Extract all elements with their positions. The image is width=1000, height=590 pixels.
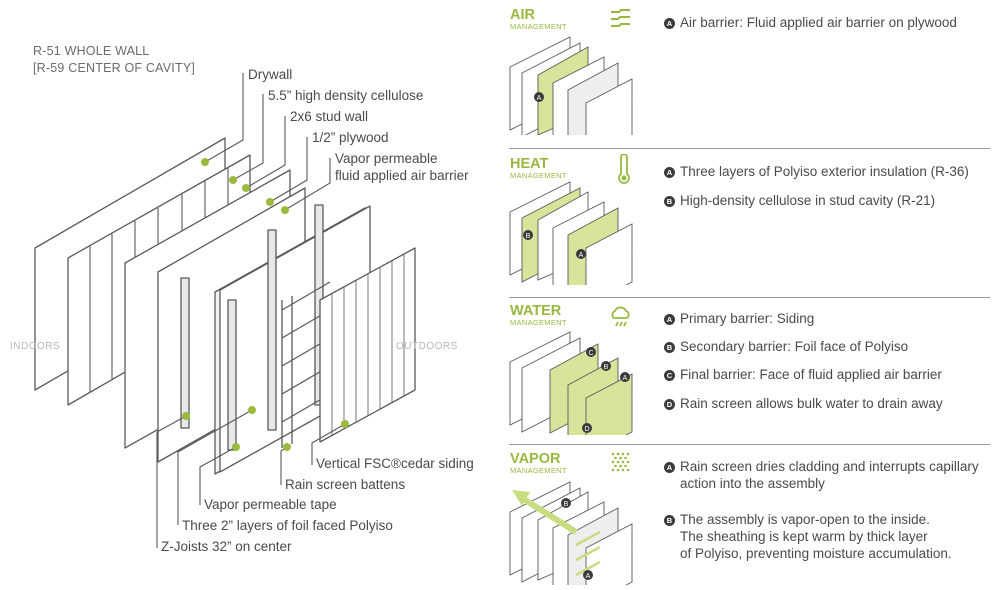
water-item-b: B Secondary barrier: Foil face of Polyiso — [664, 338, 908, 355]
badge-a: A — [664, 18, 675, 29]
section-title: VAPOR — [510, 451, 561, 467]
item-text: Rain screen dries cladding and interrupt… — [680, 459, 979, 474]
section-divider — [509, 444, 990, 445]
item-text: The assembly is vapor-open to the inside… — [680, 512, 930, 527]
z-joist — [180, 277, 190, 429]
outdoors-label: OUTDOORS — [396, 341, 458, 352]
vapor-item-a: A Rain screen dries cladding and interrup… — [664, 458, 979, 492]
svg-text:A: A — [586, 573, 591, 580]
badge-c: C — [664, 370, 675, 381]
badge-a: A — [664, 314, 675, 325]
item-text-continued: action into the assembly — [680, 476, 825, 491]
item-text: High-density cellulose in stud cavity (R… — [680, 193, 936, 208]
heat-item-b: B High-density cellulose in stud cavity (… — [664, 192, 935, 209]
svg-text:A: A — [537, 95, 542, 102]
wind-icon — [611, 9, 630, 27]
water-item-a: A Primary barrier: Siding — [664, 310, 814, 327]
callout-tape: Vapor permeable tape — [204, 497, 337, 512]
air-mini-diagram: A — [509, 36, 633, 135]
item-text-continued: The sheathing is kept warm by thick laye… — [680, 529, 928, 544]
item-text: Three layers of Polyiso exterior insulat… — [680, 164, 969, 179]
heat-item-a: A Three layers of Polyiso exterior insula… — [664, 163, 969, 180]
diagram-subtitle-rvalue: [R-59 CENTER OF CAVITY] — [33, 61, 196, 75]
diagram-title-rvalue: R-51 WHOLE WALL — [33, 44, 150, 58]
svg-text:D: D — [584, 426, 589, 433]
callout-dots — [182, 158, 349, 451]
callout-cedar-siding: Vertical FSC®cedar siding — [316, 456, 474, 471]
wall-assembly-illustration — [34, 73, 416, 548]
badge-d: D — [664, 399, 675, 410]
callout-z-joists: Z-Joists 32” on center — [161, 539, 292, 554]
item-text: Primary barrier: Siding — [680, 311, 815, 326]
badge-b: B — [664, 342, 675, 353]
item-text-continued: of Polyiso, preventing moisture accumula… — [680, 546, 952, 561]
item-text: Rain screen allows bulk water to drain a… — [680, 396, 943, 411]
indoors-label: INDOORS — [10, 341, 61, 352]
svg-text:B: B — [604, 364, 609, 371]
section-subtitle: MANAGEMENT — [510, 22, 567, 31]
heat-mini-diagram: B A — [509, 181, 633, 285]
item-text: Air barrier: Fluid applied air barrier o… — [680, 15, 957, 30]
svg-text:B: B — [564, 501, 569, 508]
section-title: WATER — [510, 303, 562, 319]
callout-drywall: Drywall — [248, 67, 293, 82]
badge-b: B — [664, 196, 675, 207]
item-text: Final barrier: Face of fluid applied air… — [680, 367, 942, 382]
vapor-item-b: B The assembly is vapor-open to the insid… — [664, 511, 952, 562]
item-text: Secondary barrier: Foil face of Polyiso — [680, 339, 909, 354]
section-title: HEAT — [510, 156, 549, 172]
section-subtitle: MANAGEMENT — [510, 466, 567, 475]
badge-a: A — [664, 167, 675, 178]
water-item-c: C Final barrier: Face of fluid applied ai… — [664, 366, 942, 383]
water-item-d: D Rain screen allows bulk water to drain … — [664, 395, 943, 412]
svg-text:A: A — [623, 375, 628, 382]
callout-battens: Rain screen battens — [285, 477, 406, 492]
svg-text:C: C — [588, 350, 593, 357]
section-divider — [509, 297, 990, 298]
callout-polyiso: Three 2” layers of foil faced Polyiso — [182, 518, 393, 533]
badge-a: A — [664, 462, 675, 473]
rain-cloud-icon — [611, 306, 630, 327]
callout-cellulose: 5.5” high density cellulose — [268, 88, 424, 103]
section-subtitle: MANAGEMENT — [510, 171, 567, 180]
air-item-a: A Air barrier: Fluid applied air barrier … — [664, 14, 957, 31]
callout-air-barrier-line2: fluid applied air barrier — [335, 168, 469, 183]
callout-plywood: 1/2” plywood — [312, 130, 389, 145]
vapor-arrow — [520, 495, 578, 535]
callout-air-barrier-line1: Vapor permeable — [335, 151, 438, 166]
svg-text:A: A — [579, 252, 584, 259]
badge-b: B — [664, 515, 675, 526]
vapor-mini-diagram: B A — [509, 481, 633, 585]
thermometer-icon — [618, 154, 630, 184]
water-mini-diagram: C B A D — [509, 331, 633, 435]
section-divider — [509, 148, 990, 149]
vapor-dots-icon — [611, 452, 630, 472]
section-subtitle: MANAGEMENT — [510, 318, 567, 327]
section-title: AIR — [510, 7, 535, 23]
svg-text:B: B — [526, 233, 531, 240]
callout-stud-wall: 2x6 stud wall — [290, 109, 369, 124]
